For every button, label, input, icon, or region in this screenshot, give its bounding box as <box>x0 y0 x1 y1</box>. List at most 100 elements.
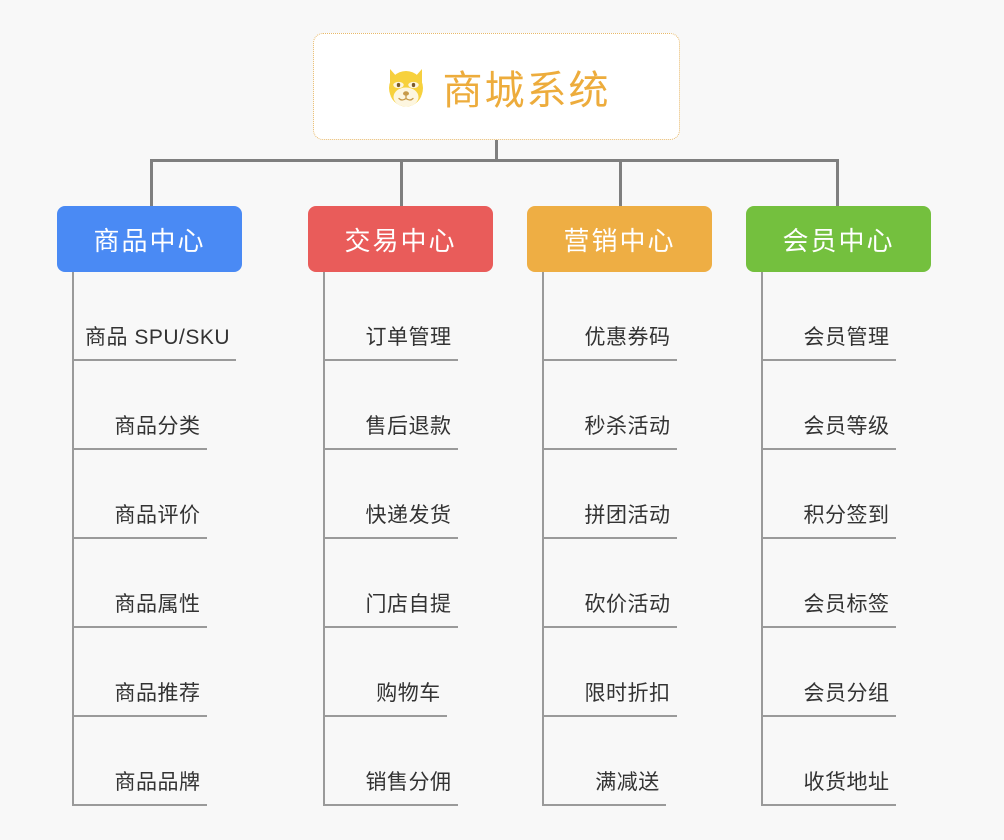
leaf-label: 商品属性 <box>114 593 201 616</box>
leaf-underline <box>761 448 896 450</box>
leaf-item[interactable]: 收货地址 <box>761 717 931 806</box>
leaf-underline <box>761 626 896 628</box>
leaf-underline <box>323 715 447 717</box>
leaf-underline <box>72 359 237 361</box>
leaf-underline <box>72 804 207 806</box>
category-header-label: 交易中心 <box>344 225 457 256</box>
leaf-underline <box>761 359 896 361</box>
leaf-item[interactable]: 商品属性 <box>72 539 242 628</box>
category-header-member-center[interactable]: 会员中心 <box>746 206 931 272</box>
leaf-item[interactable]: 商品评价 <box>72 450 242 539</box>
leaf-underline <box>72 448 207 450</box>
leaf-label: 订单管理 <box>365 326 452 349</box>
leaf-underline <box>542 359 677 361</box>
leaf-label: 收货地址 <box>803 771 890 794</box>
category-header-trade-center[interactable]: 交易中心 <box>308 206 493 272</box>
leaf-item[interactable]: 砍价活动 <box>542 539 712 628</box>
leaf-label: 秒杀活动 <box>584 415 671 438</box>
leaf-list-trade-center: 订单管理 售后退款 快递发货 门店自提 购物车 销售分佣 <box>308 272 493 806</box>
leaf-item[interactable]: 商品 SPU/SKU <box>72 272 242 361</box>
root-title: 商城系统 <box>442 68 611 113</box>
leaf-item[interactable]: 限时折扣 <box>542 628 712 717</box>
leaf-spine <box>72 272 74 806</box>
leaf-underline <box>761 715 896 717</box>
leaf-label: 优惠券码 <box>584 326 671 349</box>
leaf-item[interactable]: 销售分佣 <box>323 717 493 806</box>
leaf-label: 砍价活动 <box>584 593 671 616</box>
leaf-item[interactable]: 商品推荐 <box>72 628 242 717</box>
leaf-item[interactable]: 商品分类 <box>72 361 242 450</box>
leaf-item[interactable]: 秒杀活动 <box>542 361 712 450</box>
leaf-list-member-center: 会员管理 会员等级 积分签到 会员标签 会员分组 收货地址 <box>746 272 931 806</box>
leaf-label: 限时折扣 <box>584 682 671 705</box>
leaf-label: 商品评价 <box>114 504 201 527</box>
leaf-underline <box>323 448 458 450</box>
category-header-label: 商品中心 <box>93 225 206 256</box>
root-node[interactable]: 商城系统 <box>313 33 680 140</box>
leaf-label: 会员管理 <box>803 326 890 349</box>
column-product-center: 商品中心 商品 SPU/SKU 商品分类 商品评价 商品属性 商品推荐 <box>57 206 242 806</box>
leaf-spine <box>542 272 544 806</box>
leaf-item[interactable]: 满减送 <box>542 717 712 806</box>
category-header-product-center[interactable]: 商品中心 <box>57 206 242 272</box>
connector-drop-3 <box>619 159 622 206</box>
leaf-spine <box>761 272 763 806</box>
leaf-underline <box>542 804 666 806</box>
leaf-item[interactable]: 订单管理 <box>323 272 493 361</box>
connector-drop-2 <box>400 159 403 206</box>
leaf-underline <box>323 359 458 361</box>
leaf-underline <box>542 448 677 450</box>
leaf-label: 积分签到 <box>803 504 890 527</box>
column-trade-center: 交易中心 订单管理 售后退款 快递发货 门店自提 购物车 <box>308 206 493 806</box>
connector-bus <box>150 159 839 162</box>
leaf-underline <box>761 537 896 539</box>
leaf-label: 会员等级 <box>803 415 890 438</box>
leaf-underline <box>323 537 458 539</box>
leaf-underline <box>72 715 207 717</box>
connector-drop-4 <box>836 159 839 206</box>
leaf-label: 商品分类 <box>114 415 201 438</box>
leaf-item[interactable]: 会员分组 <box>761 628 931 717</box>
leaf-label: 拼团活动 <box>584 504 671 527</box>
leaf-item[interactable]: 会员等级 <box>761 361 931 450</box>
leaf-underline <box>761 804 896 806</box>
leaf-item[interactable]: 快递发货 <box>323 450 493 539</box>
leaf-item[interactable]: 拼团活动 <box>542 450 712 539</box>
leaf-item[interactable]: 积分签到 <box>761 450 931 539</box>
leaf-underline <box>323 804 458 806</box>
category-header-marketing-center[interactable]: 营销中心 <box>527 206 712 272</box>
leaf-list-marketing-center: 优惠券码 秒杀活动 拼团活动 砍价活动 限时折扣 满减送 <box>527 272 712 806</box>
leaf-item[interactable]: 售后退款 <box>323 361 493 450</box>
leaf-item[interactable]: 会员管理 <box>761 272 931 361</box>
column-marketing-center: 营销中心 优惠券码 秒杀活动 拼团活动 砍价活动 限时折扣 <box>527 206 712 806</box>
leaf-item[interactable]: 门店自提 <box>323 539 493 628</box>
leaf-label: 售后退款 <box>365 415 452 438</box>
connector-drop-1 <box>150 159 153 206</box>
category-header-label: 会员中心 <box>782 225 895 256</box>
leaf-label: 门店自提 <box>365 593 452 616</box>
leaf-underline <box>542 626 677 628</box>
leaf-label: 会员分组 <box>803 682 890 705</box>
column-member-center: 会员中心 会员管理 会员等级 积分签到 会员标签 会员分组 <box>746 206 931 806</box>
category-header-label: 营销中心 <box>563 225 676 256</box>
leaf-list-product-center: 商品 SPU/SKU 商品分类 商品评价 商品属性 商品推荐 商品品牌 <box>57 272 242 806</box>
leaf-label: 满减送 <box>595 771 660 794</box>
leaf-item[interactable]: 商品品牌 <box>72 717 242 806</box>
leaf-label: 会员标签 <box>803 593 890 616</box>
leaf-item[interactable]: 优惠券码 <box>542 272 712 361</box>
leaf-label: 销售分佣 <box>365 771 452 794</box>
connector-root-stem <box>495 140 498 161</box>
dog-face-icon <box>383 64 429 110</box>
leaf-underline <box>323 626 458 628</box>
leaf-underline <box>72 537 207 539</box>
leaf-label: 购物车 <box>376 682 441 705</box>
leaf-item[interactable]: 会员标签 <box>761 539 931 628</box>
leaf-spine <box>323 272 325 806</box>
leaf-label: 商品品牌 <box>114 771 201 794</box>
leaf-label: 商品 SPU/SKU <box>84 326 231 349</box>
leaf-underline <box>542 715 677 717</box>
leaf-item[interactable]: 购物车 <box>323 628 493 717</box>
leaf-underline <box>72 626 207 628</box>
leaf-underline <box>542 537 677 539</box>
